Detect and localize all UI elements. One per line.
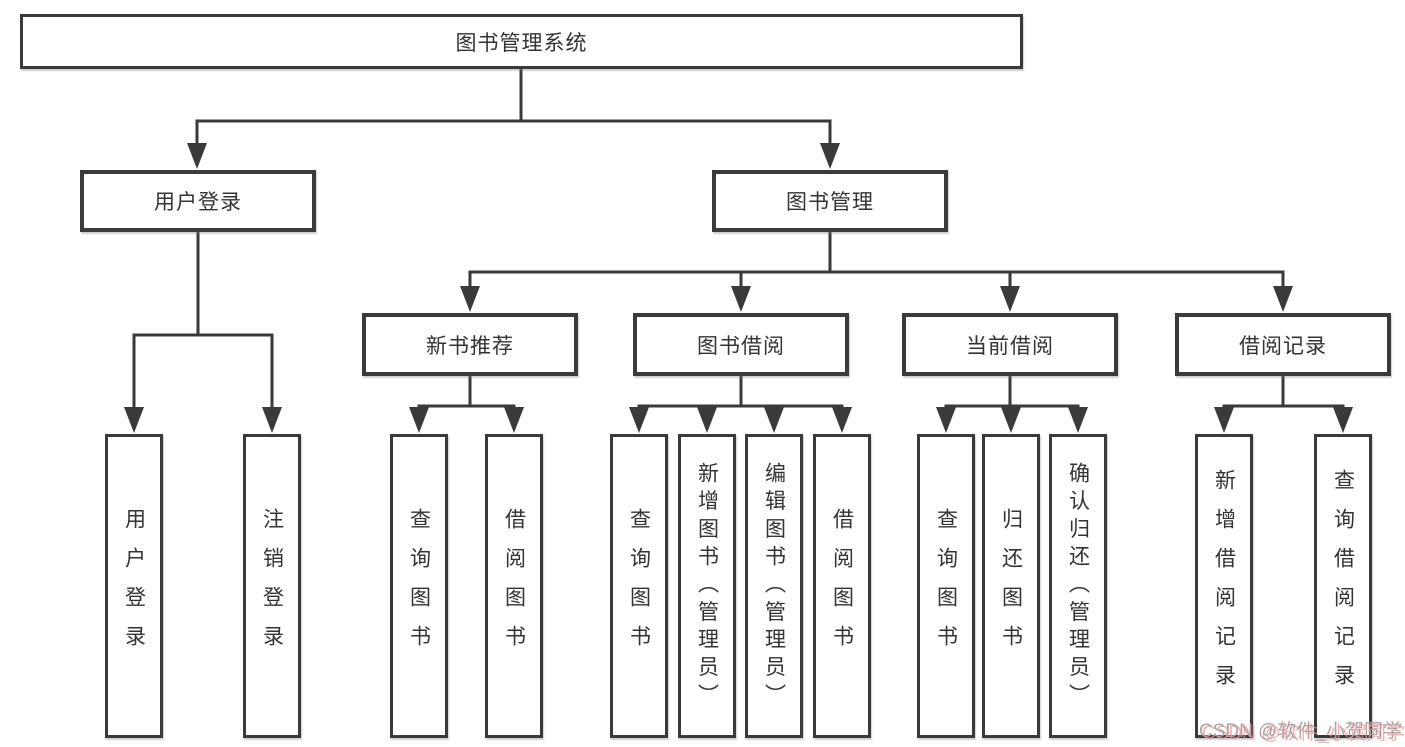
node-label: 借阅记录 bbox=[1239, 334, 1327, 358]
arrow-down-icon bbox=[820, 143, 840, 169]
leaf-borrow-books-recommend: 借阅图书 bbox=[485, 434, 543, 738]
leaf-label: 用户登录 bbox=[122, 508, 146, 664]
arrow-down-icon bbox=[629, 407, 649, 433]
arrow-down-icon bbox=[764, 407, 784, 433]
connector-current-borrowing bbox=[944, 374, 1080, 414]
connector-root bbox=[195, 67, 832, 148]
leaf-borrow-books: 借阅图书 bbox=[813, 434, 871, 738]
arrow-down-icon bbox=[1273, 286, 1293, 312]
leaf-label: 查询图书 bbox=[627, 508, 651, 664]
leaf-query-books-borrowing: 查询图书 bbox=[610, 434, 668, 738]
node-label: 当前借阅 bbox=[966, 334, 1054, 358]
leaf-add-books-admin: 新增图书（管理员） bbox=[678, 434, 736, 738]
watermark-text: CSDN @软件_小贺同学 bbox=[1199, 721, 1402, 742]
node-label: 图书管理系统 bbox=[455, 31, 588, 55]
connector-book-borrowing bbox=[637, 374, 844, 414]
leaf-label: 借阅图书 bbox=[830, 508, 854, 664]
node-library-system: 图书管理系统 bbox=[20, 14, 1023, 69]
leaf-label: 查询图书 bbox=[407, 508, 431, 664]
node-label: 图书管理 bbox=[786, 191, 874, 214]
node-label: 图书借阅 bbox=[697, 334, 785, 358]
leaf-return-books: 归还图书 bbox=[982, 434, 1040, 738]
leaf-label: 新增借阅记录 bbox=[1212, 469, 1236, 703]
leaf-label: 新增图书（管理员） bbox=[695, 461, 719, 711]
connector-user-login bbox=[132, 230, 274, 412]
leaf-label: 查询借阅记录 bbox=[1331, 469, 1355, 703]
leaf-logout: 注销登录 bbox=[243, 434, 301, 738]
leaf-query-borrow-record: 查询借阅记录 bbox=[1314, 434, 1372, 738]
leaf-edit-books-admin: 编辑图书（管理员） bbox=[745, 434, 803, 738]
arrow-down-icon bbox=[1214, 407, 1234, 433]
arrow-down-icon bbox=[460, 286, 480, 312]
arrow-down-icon bbox=[1000, 286, 1020, 312]
arrow-down-icon bbox=[731, 286, 751, 312]
node-user-login: 用户登录 bbox=[80, 170, 316, 232]
leaf-query-books-recommend: 查询图书 bbox=[390, 434, 448, 738]
node-book-management: 图书管理 bbox=[712, 170, 948, 232]
arrow-down-icon bbox=[1068, 407, 1088, 433]
node-borrowing-records: 借阅记录 bbox=[1175, 313, 1391, 376]
arrow-down-icon bbox=[697, 407, 717, 433]
node-new-book-recommendation: 新书推荐 bbox=[362, 313, 578, 376]
node-label: 用户登录 bbox=[154, 191, 242, 214]
leaf-confirm-return-admin: 确认归还（管理员） bbox=[1049, 434, 1107, 738]
leaf-add-borrow-record: 新增借阅记录 bbox=[1195, 434, 1253, 738]
connector-book-management bbox=[468, 230, 1285, 292]
leaf-label: 编辑图书（管理员） bbox=[762, 461, 786, 711]
leaf-label: 注销登录 bbox=[260, 508, 284, 664]
connector-borrow-records bbox=[1222, 374, 1345, 414]
leaf-user-login: 用户登录 bbox=[105, 434, 163, 738]
arrow-down-icon bbox=[832, 407, 852, 433]
leaf-label: 查询图书 bbox=[934, 508, 958, 664]
arrow-down-icon bbox=[124, 407, 144, 433]
arrow-down-icon bbox=[409, 407, 429, 433]
arrow-down-icon bbox=[187, 143, 207, 169]
arrow-down-icon bbox=[262, 407, 282, 433]
arrow-down-icon bbox=[504, 407, 524, 433]
arrow-down-icon bbox=[1001, 407, 1021, 433]
connector-new-book bbox=[417, 374, 516, 414]
node-current-borrowing: 当前借阅 bbox=[902, 313, 1118, 376]
leaf-label: 归还图书 bbox=[999, 508, 1023, 664]
arrow-heads bbox=[124, 143, 1353, 433]
leaf-label: 借阅图书 bbox=[502, 508, 526, 664]
arrow-down-icon bbox=[936, 407, 956, 433]
node-book-borrowing: 图书借阅 bbox=[633, 313, 849, 376]
arrow-down-icon bbox=[1333, 407, 1353, 433]
node-label: 新书推荐 bbox=[426, 334, 514, 358]
leaf-query-books-current: 查询图书 bbox=[917, 434, 975, 738]
leaf-label: 确认归还（管理员） bbox=[1066, 461, 1090, 711]
